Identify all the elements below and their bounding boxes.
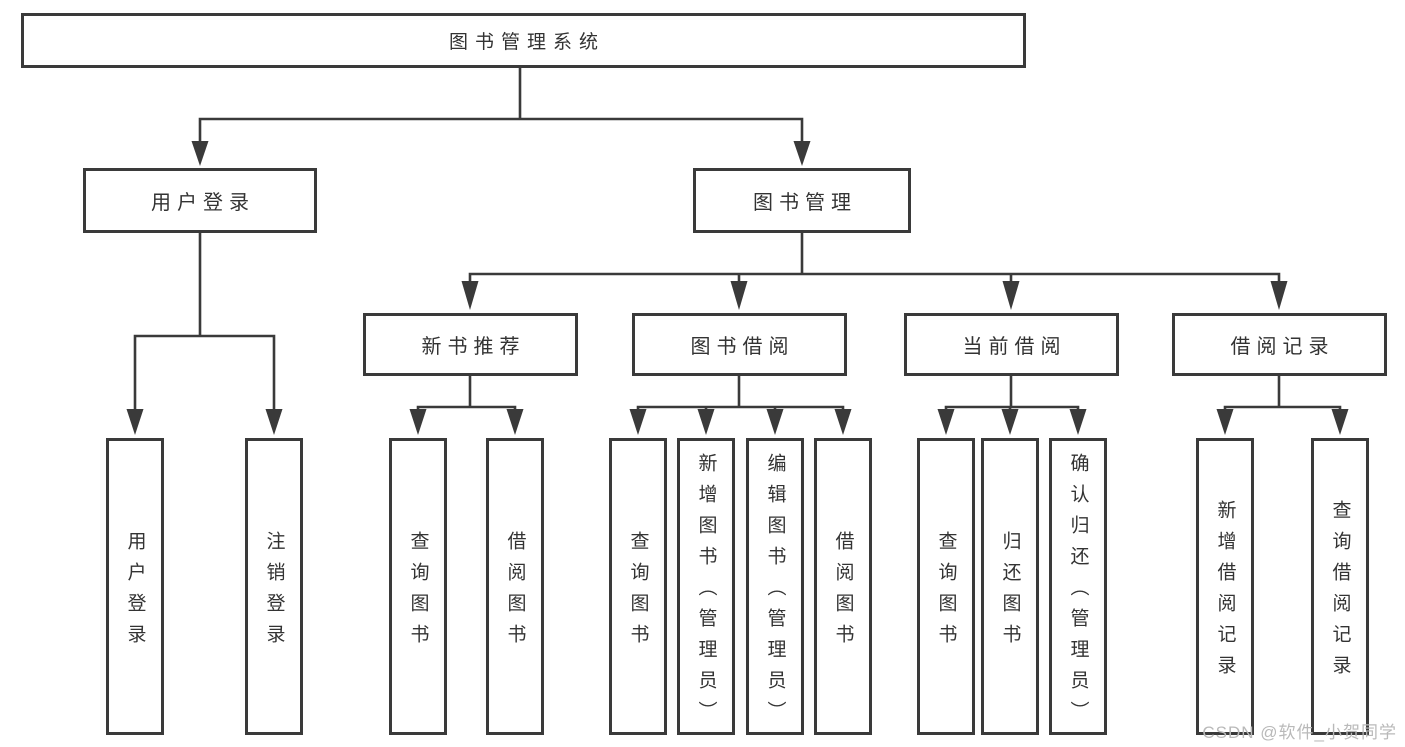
- leaf-query-books-recommend: 查询图书: [389, 438, 447, 735]
- leaf-add-book-admin-label: 新增图书（管理员）: [695, 453, 717, 732]
- leaf-borrow-books: 借阅图书: [814, 438, 872, 735]
- leaf-edit-book-admin-label: 编辑图书（管理员）: [764, 453, 786, 732]
- leaf-user-login-label: 用户登录: [124, 530, 146, 655]
- leaf-query-books-borrow-label: 查询图书: [627, 530, 649, 655]
- leaf-add-book-admin: 新增图书（管理员）: [677, 438, 735, 735]
- leaf-query-books-recommend-label: 查询图书: [407, 530, 429, 655]
- leaf-add-borrow-record: 新增借阅记录: [1196, 438, 1254, 735]
- node-current-borrow-label: 当前借阅: [962, 336, 1067, 358]
- node-root-label: 图书管理系统: [448, 32, 605, 53]
- leaf-logout-label: 注销登录: [263, 530, 285, 655]
- node-borrow-records-label: 借阅记录: [1230, 336, 1335, 358]
- node-user-login-label: 用户登录: [151, 192, 255, 214]
- leaf-query-books-current-label: 查询图书: [935, 530, 957, 655]
- leaf-logout: 注销登录: [245, 438, 303, 735]
- leaf-borrow-books-recommend: 借阅图书: [486, 438, 544, 735]
- leaf-borrow-books-recommend-label: 借阅图书: [504, 530, 526, 655]
- node-current-borrow: 当前借阅: [904, 313, 1119, 376]
- leaf-user-login: 用户登录: [106, 438, 164, 735]
- node-user-login: 用户登录: [83, 168, 317, 233]
- leaf-query-borrow-record-label: 查询借阅记录: [1329, 499, 1351, 686]
- node-book-borrow: 图书借阅: [632, 313, 847, 376]
- node-new-book-recommend-label: 新书推荐: [421, 336, 526, 358]
- leaf-query-borrow-record: 查询借阅记录: [1311, 438, 1369, 735]
- leaf-add-borrow-record-label: 新增借阅记录: [1214, 499, 1236, 686]
- node-book-borrow-label: 图书借阅: [690, 336, 795, 358]
- node-book-management-label: 图书管理: [753, 192, 857, 214]
- watermark: CSDN @软件_小贺同学: [1202, 723, 1397, 742]
- leaf-return-book-label: 归还图书: [999, 530, 1021, 655]
- node-new-book-recommend: 新书推荐: [363, 313, 578, 376]
- node-root: 图书管理系统: [21, 13, 1026, 68]
- leaf-confirm-return-admin: 确认归还（管理员）: [1049, 438, 1107, 735]
- leaf-confirm-return-admin-label: 确认归还（管理员）: [1067, 453, 1089, 732]
- leaf-query-books-current: 查询图书: [917, 438, 975, 735]
- leaf-edit-book-admin: 编辑图书（管理员）: [746, 438, 804, 735]
- leaf-query-books-borrow: 查询图书: [609, 438, 667, 735]
- leaf-return-book: 归还图书: [981, 438, 1039, 735]
- node-borrow-records: 借阅记录: [1172, 313, 1387, 376]
- node-book-management: 图书管理: [693, 168, 911, 233]
- leaf-borrow-books-label: 借阅图书: [832, 530, 854, 655]
